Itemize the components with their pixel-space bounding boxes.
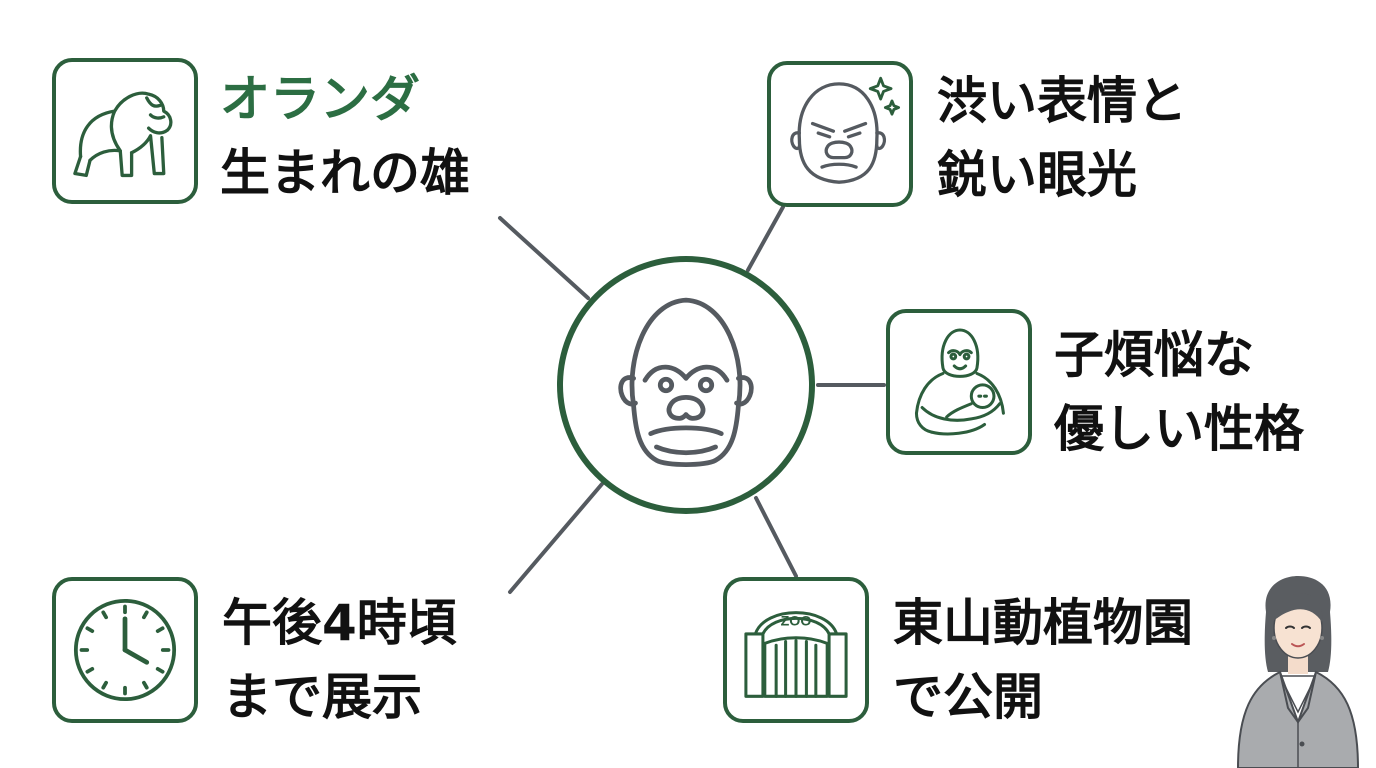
label-zoo: 東山動植物園 で公開 (893, 586, 1193, 734)
presenter-woman (1228, 572, 1368, 768)
connector-zoo (754, 496, 798, 578)
presenter-woman-icon (1236, 576, 1360, 768)
label-time: 午後4時頃 まで展示 (222, 586, 457, 734)
label-zoo-line1: 東山動植物園 (893, 594, 1193, 652)
label-dutch-line1: オランダ (220, 70, 420, 128)
clock-tick (155, 667, 165, 674)
gorilla-face-icon (618, 297, 754, 467)
center-gorilla-node (557, 256, 815, 514)
label-face-line2: 鋭い眼光 (937, 146, 1137, 204)
label-face: 渋い表情と 鋭い眼光 (937, 64, 1187, 212)
zoo-gate-box: ZOO (723, 577, 869, 723)
label-dutch: オランダ 生まれの雄 (220, 62, 470, 210)
gorilla-holding-baby-icon (914, 328, 1005, 436)
connector-face (746, 205, 785, 272)
connector-time (508, 482, 604, 594)
gorilla-standing-icon (73, 91, 173, 178)
label-kind-line2: 優しい性格 (1054, 400, 1304, 458)
clock-tick (85, 667, 95, 674)
label-kind-line1: 子煩悩な (1054, 326, 1254, 384)
clock-tick (142, 610, 149, 620)
clock-tick (85, 626, 95, 633)
label-zoo-line2: で公開 (893, 668, 1043, 726)
label-kind: 子煩悩な 優しい性格 (1054, 318, 1304, 466)
clock-tick (101, 610, 108, 620)
label-time-line2: まで展示 (222, 668, 422, 726)
angry-gorilla-sparkle-icon (790, 76, 901, 184)
gorilla-baby-box (886, 309, 1032, 455)
connector-dutch (498, 216, 590, 300)
zoo-gate-icon: ZOO (744, 611, 848, 698)
gorilla-standing-box (52, 58, 198, 204)
clock-icon (73, 598, 177, 702)
label-face-line1: 渋い表情と (937, 72, 1187, 130)
clock-tick (101, 680, 108, 690)
clock-box (52, 577, 198, 723)
label-dutch-line2: 生まれの雄 (220, 144, 470, 202)
label-time-line1: 午後4時頃 (222, 594, 457, 652)
zoo-sign-text: ZOO (781, 613, 812, 629)
clock-tick (155, 626, 165, 633)
angry-gorilla-box (767, 61, 913, 207)
clock-tick (142, 680, 149, 690)
